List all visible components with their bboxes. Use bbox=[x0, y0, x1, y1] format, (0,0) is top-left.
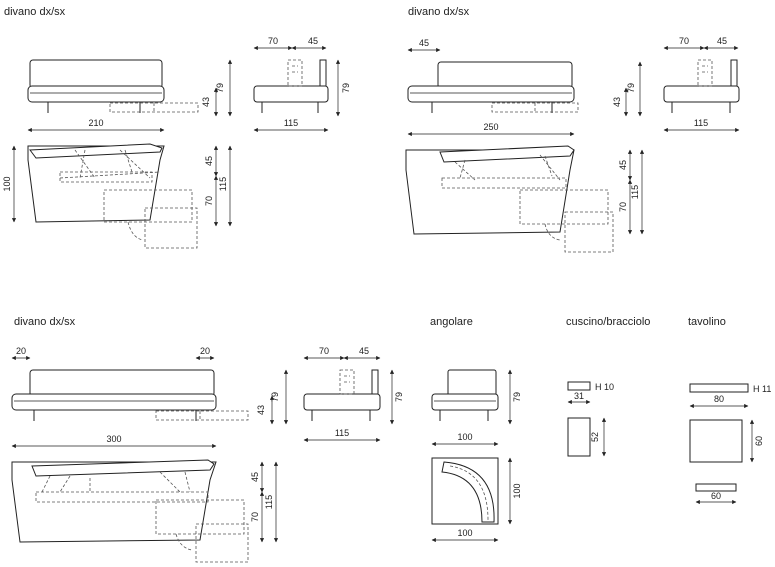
divano-210-top-view: 100 45 70 115 bbox=[2, 143, 233, 249]
divano-210-side-view: 70 45 79 115 bbox=[253, 36, 351, 133]
dim-d3-h70: 70 bbox=[250, 512, 260, 522]
dim-d1-h45: 45 bbox=[204, 156, 214, 166]
dim-ang-depth: 100 bbox=[512, 483, 522, 498]
angolare-front-view: 79 100 bbox=[431, 369, 522, 447]
dim-s3-width: 115 bbox=[335, 428, 349, 438]
dim-s2-width: 115 bbox=[694, 118, 708, 128]
dim-d2-h70: 70 bbox=[618, 202, 628, 212]
tavolino-views: H 11 80 60 60 bbox=[689, 383, 771, 505]
title-tavolino: tavolino bbox=[688, 316, 726, 328]
dim-d2-width: 250 bbox=[483, 122, 498, 132]
title-divano-210: divano dx/sx bbox=[4, 6, 66, 18]
dim-s1-h79: 79 bbox=[341, 83, 351, 93]
divano-210-front-view: 43 79 210 bbox=[27, 59, 233, 133]
dim-ang-width: 100 bbox=[457, 432, 472, 442]
dim-tav-depth: 60 bbox=[754, 436, 764, 446]
dim-ang-h79: 79 bbox=[512, 392, 522, 402]
dim-s1-b: 45 bbox=[308, 36, 318, 46]
dim-d2-h115: 115 bbox=[630, 185, 640, 199]
dim-cus-length: 52 bbox=[590, 432, 600, 442]
dim-d2-arm: 45 bbox=[419, 38, 429, 48]
title-divano-250: divano dx/sx bbox=[408, 6, 470, 18]
dim-tav-width-2: 60 bbox=[711, 491, 721, 501]
dim-s2-a: 70 bbox=[679, 36, 689, 46]
dim-d3-arm-right: 20 bbox=[200, 346, 210, 356]
angolare-top-view: 100 100 bbox=[431, 457, 522, 543]
divano-300-top-view: 45 70 115 bbox=[11, 459, 279, 563]
dim-d1-h43: 43 bbox=[201, 97, 211, 107]
dim-s3-h79: 79 bbox=[394, 392, 404, 402]
dim-s1-a: 70 bbox=[268, 36, 278, 46]
dim-d3-h79: 79 bbox=[270, 392, 280, 402]
dim-s3-b: 45 bbox=[359, 346, 369, 356]
divano-300-side-view: 70 45 79 115 bbox=[303, 346, 404, 443]
dim-s2-b: 45 bbox=[717, 36, 727, 46]
dim-d1-h79: 79 bbox=[215, 83, 225, 93]
divano-300-front-view: 20 20 43 79 300 bbox=[11, 346, 289, 449]
dim-d2-h45: 45 bbox=[618, 160, 628, 170]
dim-ang-width-2: 100 bbox=[457, 528, 472, 538]
dim-tav-height: H 11 bbox=[753, 384, 771, 394]
dim-d1-h115: 115 bbox=[218, 177, 228, 191]
dim-d3-h115: 115 bbox=[264, 495, 274, 509]
divano-250-top-view: 45 70 115 bbox=[405, 145, 645, 253]
title-angolare: angolare bbox=[430, 316, 473, 328]
divano-250-side-view: 70 45 115 bbox=[663, 36, 740, 133]
dim-s1-width: 115 bbox=[284, 118, 298, 128]
dim-d1-depth: 100 bbox=[2, 176, 12, 191]
dim-d1-h70: 70 bbox=[204, 196, 214, 206]
divano-250-front-view: 45 43 79 250 bbox=[407, 38, 643, 137]
dim-d2-h79: 79 bbox=[626, 83, 636, 93]
title-cuscino-bracciolo: cuscino/bracciolo bbox=[566, 316, 650, 328]
dim-s3-a: 70 bbox=[319, 346, 329, 356]
dim-d3-h43: 43 bbox=[256, 405, 266, 415]
dim-d1-width: 210 bbox=[88, 118, 103, 128]
dim-cus-height: H 10 bbox=[595, 382, 614, 392]
dim-d3-h45: 45 bbox=[250, 472, 260, 482]
dim-d3-width: 300 bbox=[106, 434, 121, 444]
dim-tav-width: 80 bbox=[714, 394, 724, 404]
dim-cus-width: 31 bbox=[574, 391, 584, 401]
dim-d2-h43: 43 bbox=[612, 97, 622, 107]
cuscino-bracciolo-views: H 10 31 52 bbox=[567, 381, 614, 457]
title-divano-300: divano dx/sx bbox=[14, 316, 76, 328]
dim-d3-arm-left: 20 bbox=[16, 346, 26, 356]
